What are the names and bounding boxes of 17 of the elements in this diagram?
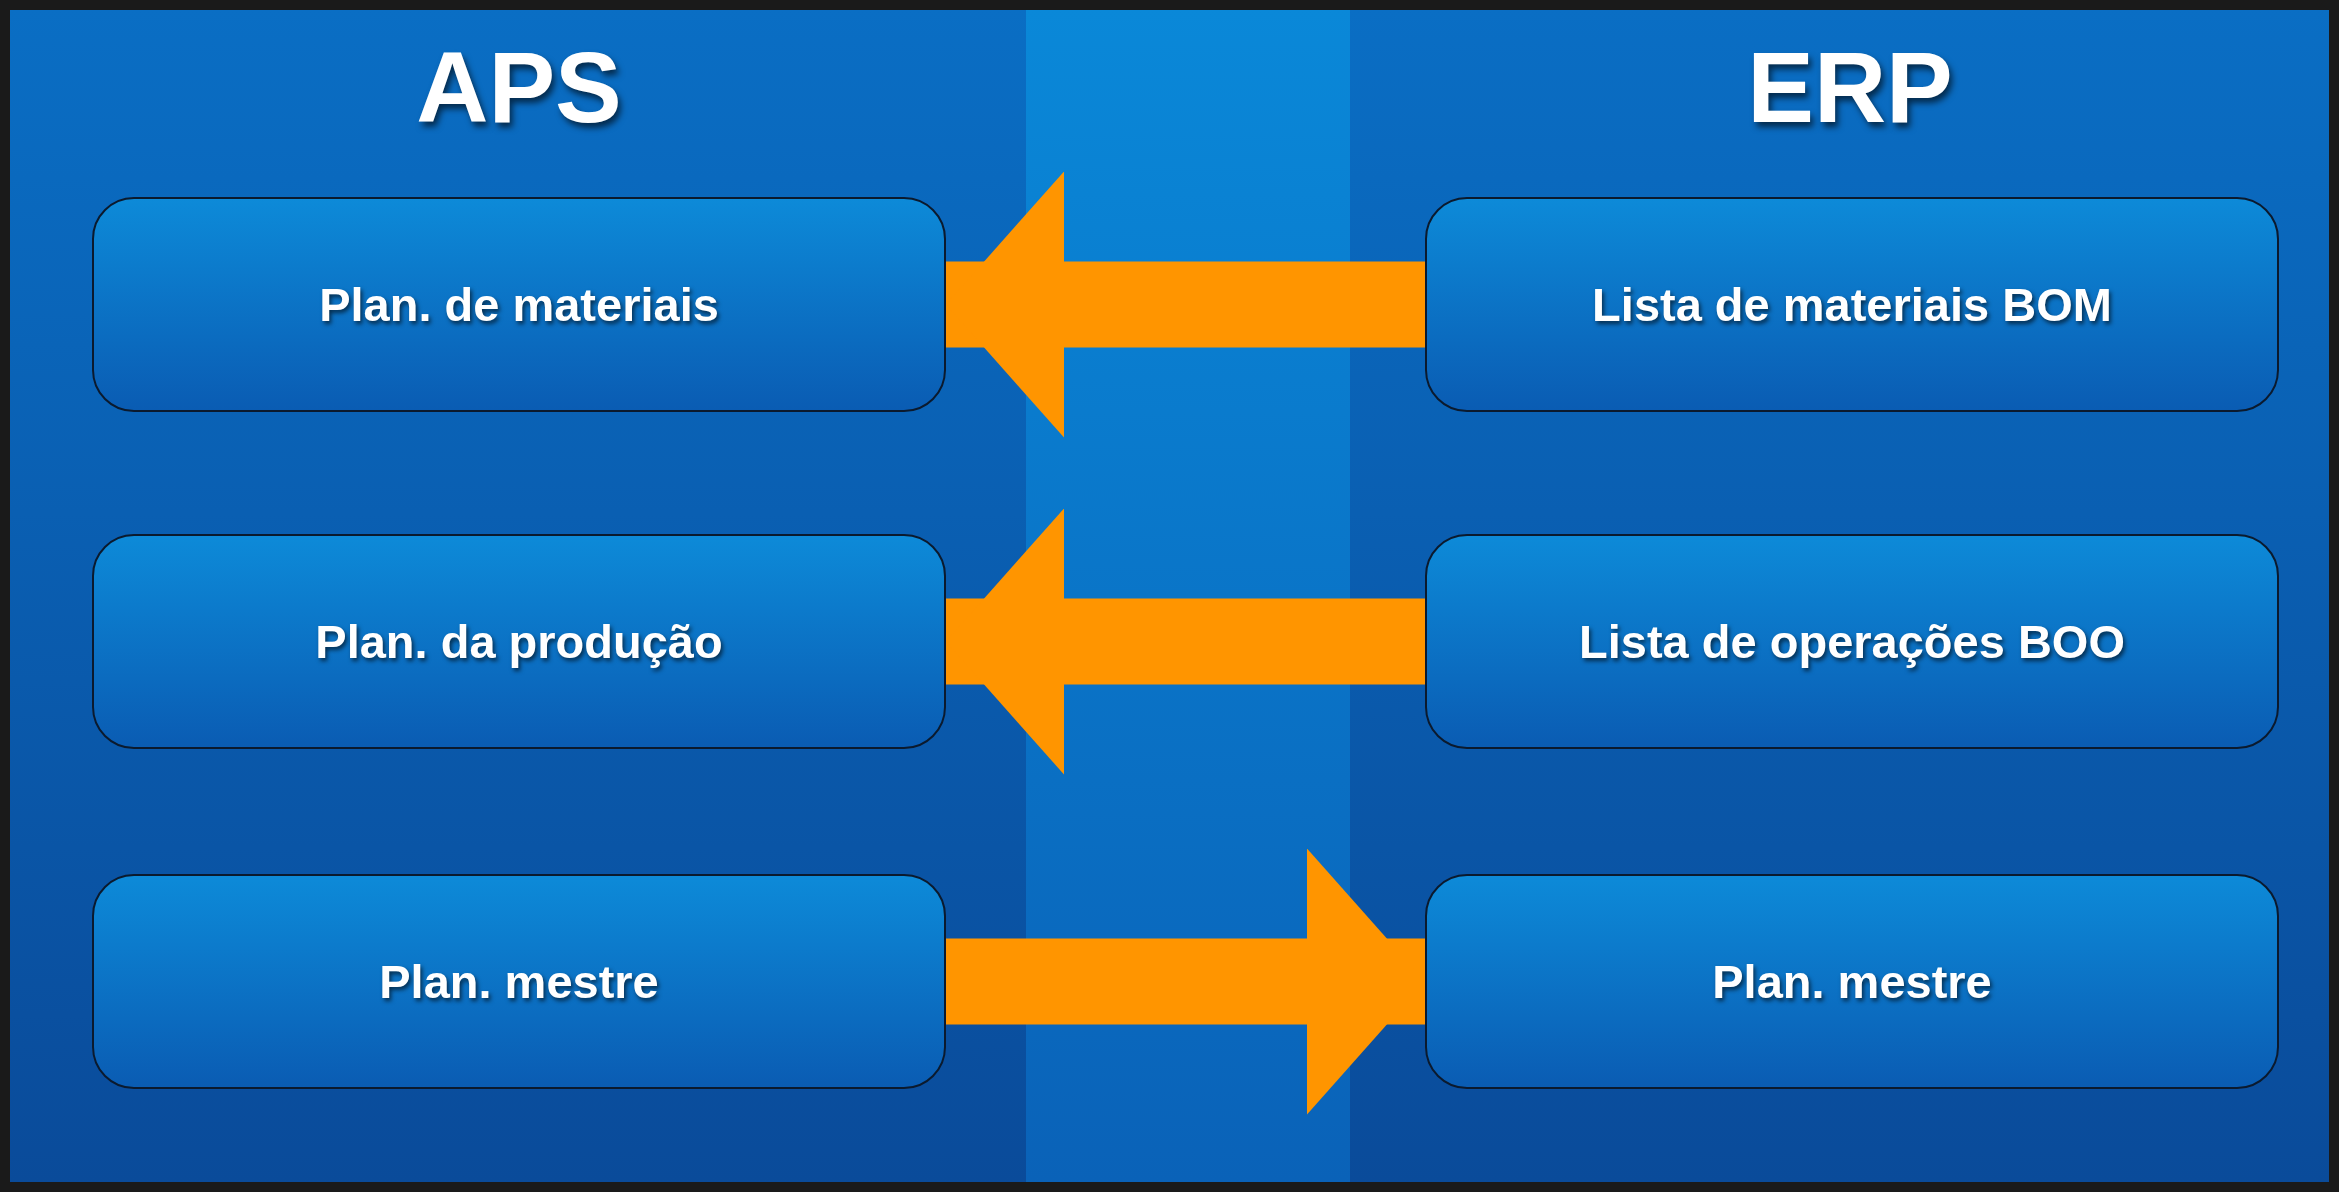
box-label: Plan. mestre — [379, 954, 659, 1009]
process-box — [92, 534, 946, 749]
column-heading: APS — [416, 30, 622, 145]
arrow — [946, 848, 1425, 1115]
process-box — [1425, 534, 2279, 749]
box-label: Plan. de materiais — [319, 277, 719, 332]
process-box — [1425, 874, 2279, 1089]
box-label: Plan. da produção — [315, 614, 723, 669]
process-box — [1425, 197, 2279, 412]
box-label: Lista de operações BOO — [1579, 614, 2125, 669]
box-label: Plan. mestre — [1712, 954, 1992, 1009]
process-box — [92, 197, 946, 412]
arrow — [946, 171, 1425, 438]
process-box — [92, 874, 946, 1089]
arrow — [946, 508, 1425, 775]
box-label: Lista de materiais BOM — [1592, 277, 2112, 332]
column-heading: ERP — [1747, 30, 1953, 145]
